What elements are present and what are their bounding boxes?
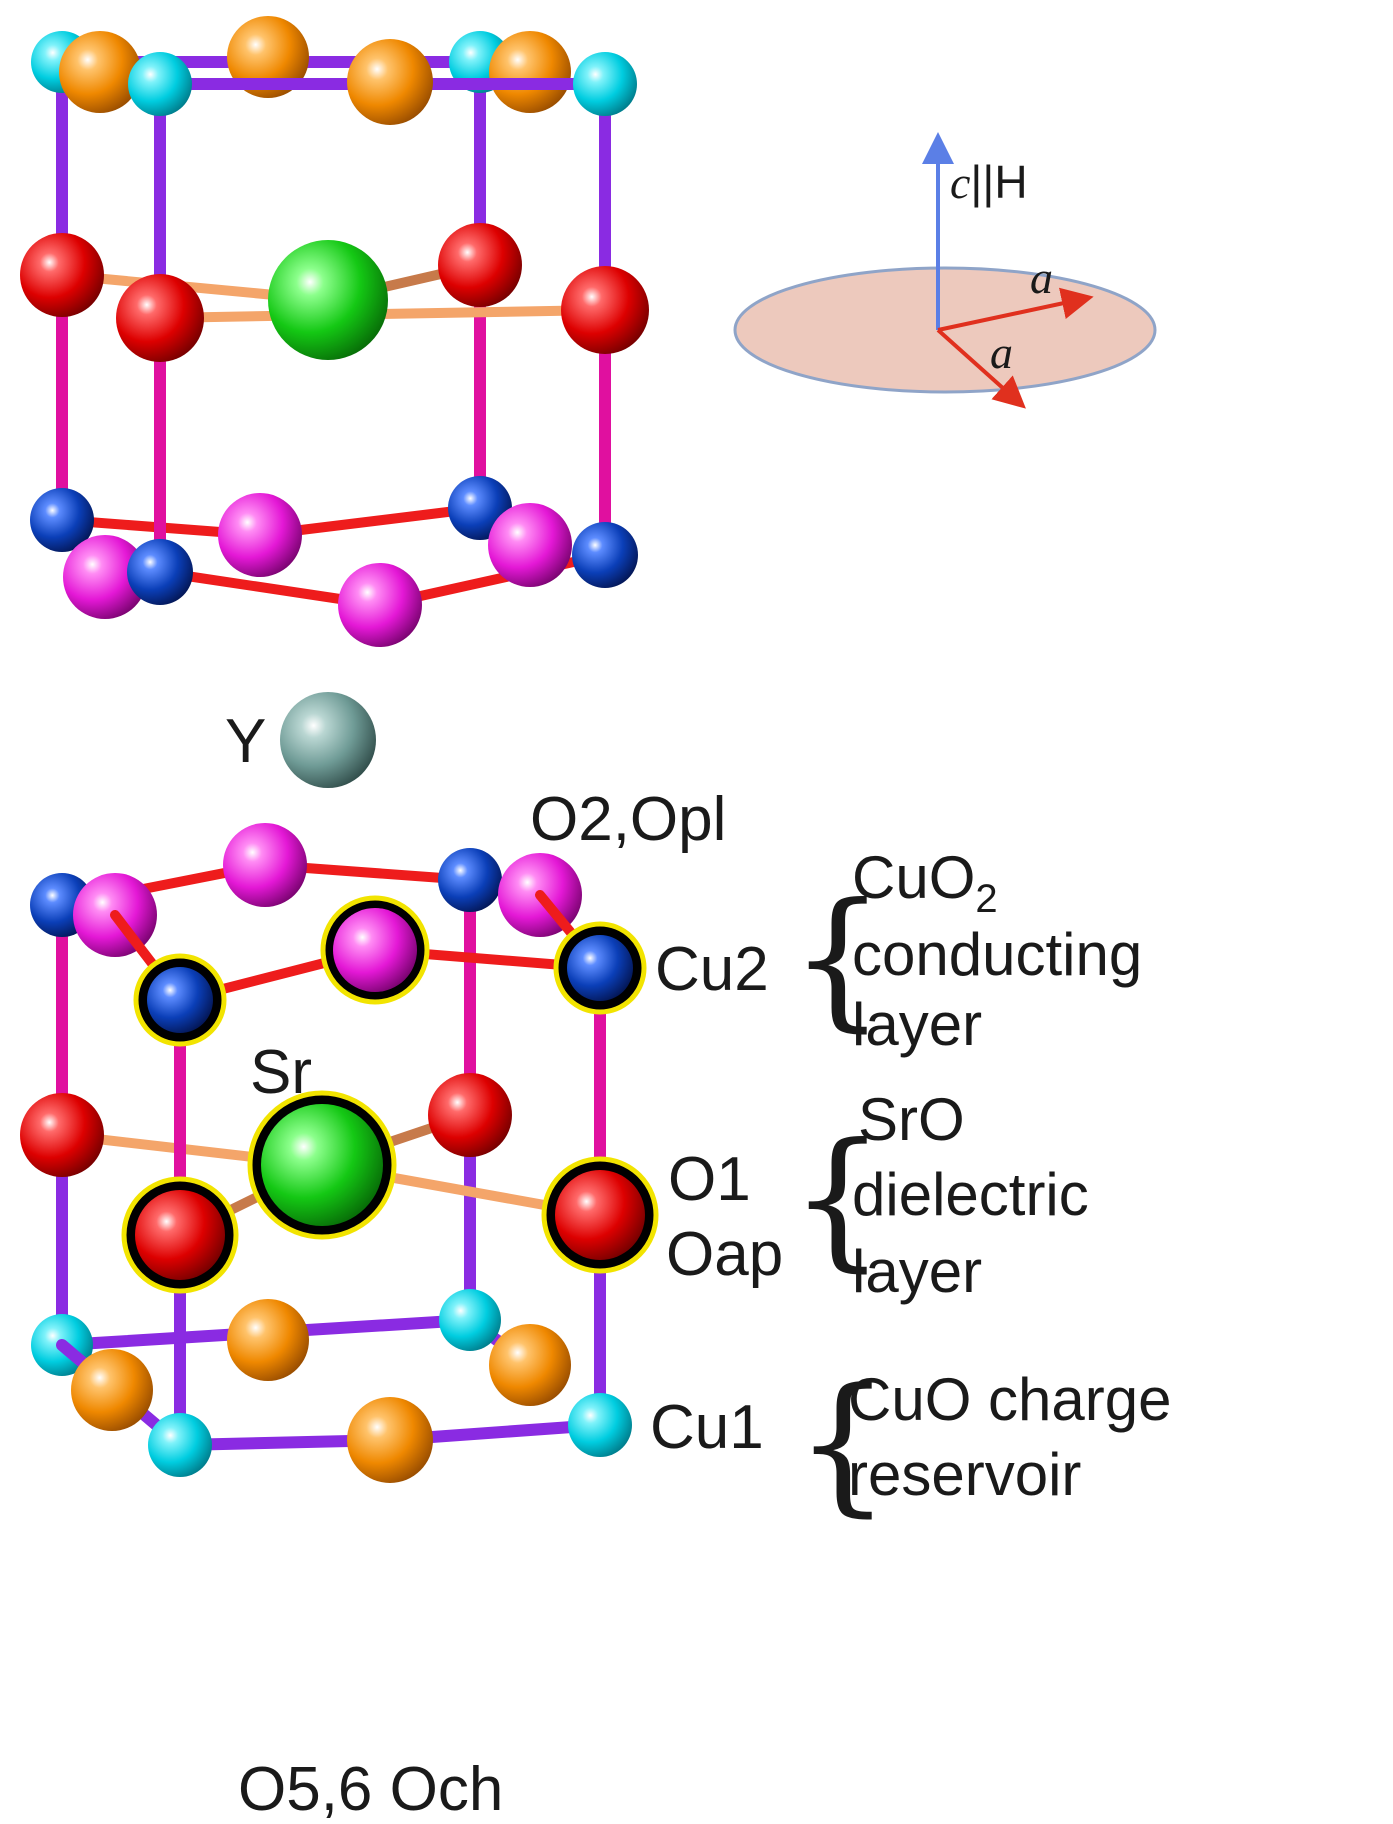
atom-magenta-top-back-mid xyxy=(218,493,302,577)
cuo2-line3: layer xyxy=(852,991,982,1058)
atom-red-top-front-right xyxy=(561,266,649,354)
atom-red-top-back-right xyxy=(438,223,522,307)
atom-magenta-bottom-back-mid xyxy=(223,823,307,907)
atom-cyan-bottom-front-right xyxy=(568,1393,632,1457)
sro-title: SrO xyxy=(858,1086,965,1153)
atom-magenta-top-front-right xyxy=(488,503,572,587)
label-y: Y xyxy=(225,707,266,776)
sro-line2: dielectric xyxy=(852,1161,1089,1228)
atom-green-sr-top xyxy=(268,240,388,360)
atom-orange-bottom-front-left xyxy=(71,1349,153,1431)
layer-annotation-cuo2: { CuO2 conducting layer xyxy=(790,844,1142,1058)
sro-line3: layer xyxy=(852,1238,982,1305)
atom-blue-bottom-back-right xyxy=(438,848,502,912)
atom-orange-top-3 xyxy=(489,31,571,113)
brace-cuo2: { xyxy=(790,872,885,1046)
atom-y xyxy=(280,692,376,788)
atom-cyan-top-front-left xyxy=(128,52,192,116)
brace-sro: { xyxy=(790,1112,885,1286)
cuo2-title: CuO2 xyxy=(852,844,998,921)
label-oap: Oap xyxy=(666,1220,783,1289)
atom-magenta-top-front-mid xyxy=(338,563,422,647)
cuo2-line2: conducting xyxy=(852,921,1142,988)
atom-blue-cu2-right xyxy=(567,935,633,1001)
a-axis-arrow-2 xyxy=(936,328,1026,409)
atom-magenta-top-front-left xyxy=(63,535,147,619)
atom-blue-top-front-right xyxy=(572,522,638,588)
atom-green-sr xyxy=(261,1104,383,1226)
top-unit-cell xyxy=(20,16,649,647)
bottom-unit-cell xyxy=(20,823,659,1483)
atom-blue-top-front-left xyxy=(127,539,193,605)
atom-red-bottom-back-left xyxy=(20,1093,104,1177)
label-cu1: Cu1 xyxy=(650,1393,764,1462)
atom-orange-top-2 xyxy=(227,16,309,98)
atom-orange-bottom-front-mid xyxy=(347,1397,433,1483)
layer-annotation-sro: { SrO dielectric layer xyxy=(790,1086,1089,1305)
label-o1: O1 xyxy=(668,1145,751,1214)
atom-orange-bottom-back-mid xyxy=(227,1299,309,1381)
atom-red-o1-right xyxy=(555,1170,645,1260)
atom-blue-top-back-left xyxy=(30,488,94,552)
axes-diagram: c||H a a xyxy=(733,132,1157,409)
atom-red-top-back-left xyxy=(20,233,104,317)
atom-orange-bottom-back-right xyxy=(489,1324,571,1406)
label-o2-opl: O2,Opl xyxy=(530,785,726,854)
atom-blue-cu2-left xyxy=(147,967,213,1033)
label-o5-6-och: O5,6 Och xyxy=(238,1755,503,1824)
a-axis-arrow-1 xyxy=(937,287,1094,332)
atom-cyan-bottom-back-right xyxy=(439,1289,501,1351)
atom-red-top-front-left xyxy=(116,274,204,362)
atom-orange-top-front xyxy=(347,39,433,125)
label-sr: Sr xyxy=(250,1038,312,1107)
atom-magenta-o2 xyxy=(333,908,417,992)
c-axis-label: c||H xyxy=(950,156,1028,208)
label-cu2: Cu2 xyxy=(655,935,769,1004)
atom-red-o1-left xyxy=(135,1190,225,1280)
atom-cyan-bottom-front-left xyxy=(148,1413,212,1477)
layer-annotation-cuo: { CuO charge reservoir xyxy=(795,1357,1172,1531)
atom-red-bottom-back-right xyxy=(428,1073,512,1157)
highlighted-atoms xyxy=(121,895,659,1294)
brace-cuo: { xyxy=(795,1357,890,1531)
a-axis-label-2: a xyxy=(990,327,1013,378)
cuo-line2: reservoir xyxy=(848,1441,1081,1508)
atom-orange-top-1 xyxy=(59,31,141,113)
cuo-line1: CuO charge xyxy=(848,1366,1172,1433)
a-axis-label-1: a xyxy=(1030,252,1053,303)
atom-cyan-top-front-right xyxy=(573,52,637,116)
